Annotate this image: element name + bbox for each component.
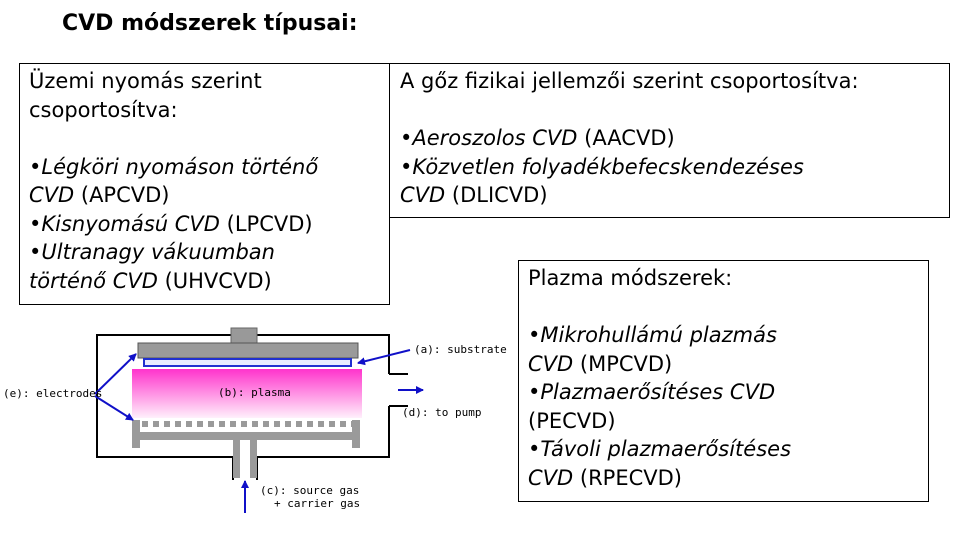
list-item-pecvd: •Plazmaerősítéses CVD: [528, 378, 928, 407]
list-item-pecvd-cont: (PECVD): [528, 407, 928, 436]
page-title: CVD módszerek típusai:: [62, 11, 358, 36]
method-name: CVD: [400, 183, 446, 207]
list-item-apcvd: •Légköri nyomáson történő: [29, 153, 389, 182]
electrode-perforation: [263, 421, 269, 427]
method-abbr: (UHVCVD): [157, 268, 272, 293]
method-abbr: (APCVD): [74, 183, 170, 207]
label-electrodes: (e): electrodes: [3, 387, 103, 400]
method-abbr: (LPCVD): [219, 211, 313, 236]
electrode-arrow: [94, 395, 134, 421]
box-header: Üzemi nyomás szerint: [29, 69, 262, 93]
method-abbr: (RPECVD): [573, 465, 682, 490]
electrode-perforation: [164, 421, 170, 427]
method-name: Ultranagy vákuumban: [41, 240, 275, 264]
substrate-holder-knob: [230, 327, 258, 345]
list-item-dlicvd-cont: CVD (DLICVD): [400, 181, 949, 210]
list-item-aacvd: •Aeroszolos CVD (AACVD): [400, 124, 949, 153]
electrode-perforation: [252, 421, 258, 427]
list-item-uhvcvd-cont: történő CVD (UHVCVD): [29, 267, 389, 296]
label-source-gas: (c): source gas: [260, 484, 360, 497]
list-item-lpcvd: •Kisnyomású CVD (LPCVD): [29, 210, 389, 239]
electrode-perforation: [230, 421, 236, 427]
electrode-perforation: [241, 421, 247, 427]
reactor-schematic: [94, 327, 424, 513]
pressure-classification-box: Üzemi nyomás szerint csoportosítva: •Lég…: [19, 63, 390, 305]
list-item-uhvcvd: •Ultranagy vákuumban: [29, 238, 389, 267]
method-abbr: (AACVD): [577, 126, 675, 150]
electrode-perforation: [307, 421, 313, 427]
list-item-rpecvd-cont: CVD (RPECVD): [528, 464, 928, 493]
top-electrode: [137, 342, 359, 359]
electrode-perforation: [208, 421, 214, 427]
list-item-dlicvd: •Közvetlen folyadékbefecskendezéses: [400, 153, 949, 182]
list-item-apcvd-cont: CVD (APCVD): [29, 181, 389, 210]
label-pump: (d): to pump: [402, 406, 482, 419]
bullet: •: [528, 380, 541, 404]
substrate-arrow: [357, 349, 411, 366]
method-abbr: (MPCVD): [573, 351, 673, 376]
method-name: Plazmaerősítéses CVD: [540, 380, 776, 404]
bullet: •: [400, 154, 413, 179]
electrode-perforation: [285, 421, 291, 427]
method-name: Mikrohullámú plazmás: [540, 323, 777, 347]
cvd-reactor-diagram: (a): substrate (b): plasma (e): electrod…: [0, 320, 520, 551]
bullet: •: [29, 240, 42, 264]
method-abbr: (PECVD): [528, 408, 616, 433]
method-name: CVD: [528, 465, 574, 490]
label-plasma: (b): plasma: [218, 386, 291, 399]
electrode-perforation: [197, 421, 203, 427]
method-abbr: (DLICVD): [445, 183, 548, 207]
bullet: •: [29, 154, 42, 179]
box-header: A gőz fizikai jellemzői szerint csoporto…: [400, 69, 859, 93]
label-substrate: (a): substrate: [414, 343, 507, 356]
electrode-perforation: [340, 421, 346, 427]
electrode-perforation: [296, 421, 302, 427]
method-name: CVD: [29, 183, 75, 207]
list-item-rpecvd: •Távoli plazmaerősítéses: [528, 435, 928, 464]
label-carrier-gas: + carrier gas: [274, 497, 361, 510]
list-item-mpcvd: •Mikrohullámú plazmás: [528, 321, 928, 350]
box-header: Plazma módszerek:: [528, 266, 733, 290]
box-header: csoportosítva:: [29, 97, 178, 122]
method-name: Kisnyomású CVD: [41, 211, 220, 236]
electrode-arrow: [94, 353, 137, 395]
electrode-perforation: [219, 421, 225, 427]
bullet: •: [400, 126, 413, 150]
method-name: CVD: [528, 351, 574, 376]
electrode-perforation: [186, 421, 192, 427]
electrode-perforation: [153, 421, 159, 427]
plasma-methods-box: Plazma módszerek: •Mikrohullámú plazmás …: [518, 260, 929, 502]
electrode-perforation: [329, 421, 335, 427]
electrode-perforation: [142, 421, 148, 427]
method-name: Közvetlen folyadékbefecskendezéses: [412, 154, 804, 179]
method-name: Légköri nyomáson történő: [41, 154, 319, 179]
electrode-perforation: [175, 421, 181, 427]
method-name: Távoli plazmaerősítéses: [540, 437, 792, 461]
list-item-mpcvd-cont: CVD (MPCVD): [528, 350, 928, 379]
bottom-electrode: [132, 420, 360, 478]
substrate: [143, 358, 352, 367]
plasma-region: [132, 369, 362, 418]
electrode-perforation: [318, 421, 324, 427]
bullet: •: [528, 437, 541, 461]
vapor-classification-box: A gőz fizikai jellemzői szerint csoporto…: [389, 63, 950, 218]
bullet: •: [528, 323, 541, 347]
electrode-perforation: [274, 421, 280, 427]
method-name: Aeroszolos CVD: [412, 126, 578, 150]
method-name: történő CVD: [29, 268, 158, 293]
bullet: •: [29, 211, 42, 236]
